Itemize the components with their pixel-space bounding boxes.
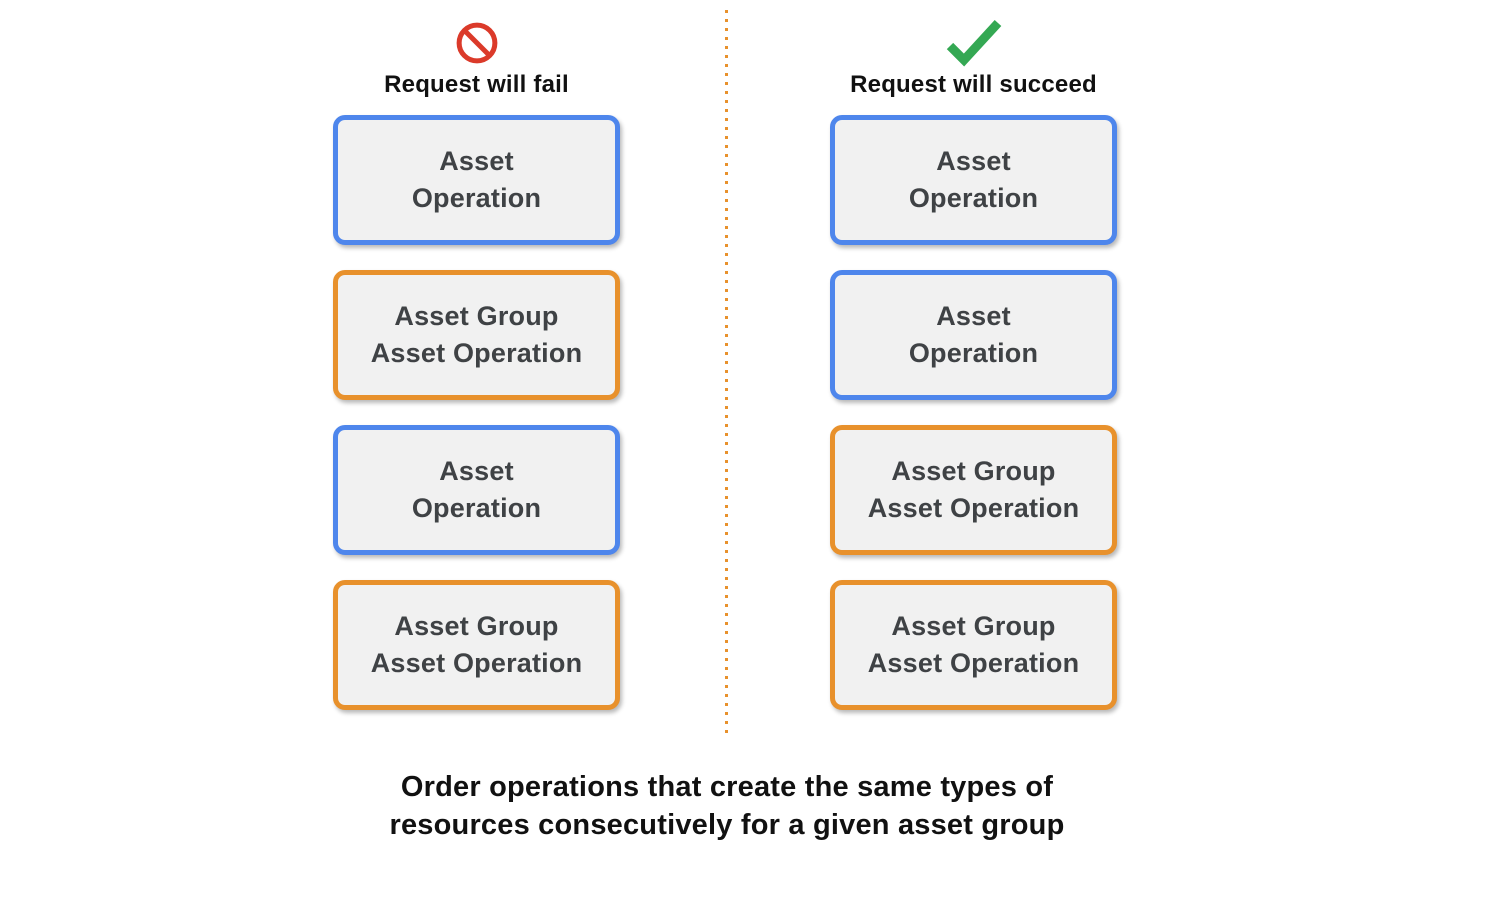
box-label-line2: Operation xyxy=(411,493,542,523)
box-label: Asset Operation xyxy=(909,143,1038,217)
fail-heading: Request will fail xyxy=(384,71,569,98)
box-label-line2: Operation xyxy=(411,183,542,213)
box-label-line2: Operation xyxy=(908,338,1039,368)
box-label-line1: Asset xyxy=(936,301,1011,331)
checkmark-icon-svg xyxy=(946,19,1001,67)
box-label-line1: Asset xyxy=(936,146,1011,176)
succeed-heading: Request will succeed xyxy=(850,71,1097,98)
dotted-column-divider xyxy=(725,10,728,736)
box-label-line2: Asset Operation xyxy=(370,338,583,368)
box-label-line2: Asset Operation xyxy=(867,493,1080,523)
box-label-line2: Operation xyxy=(908,183,1039,213)
asset-operation-box: Asset Operation xyxy=(333,425,620,555)
box-label-line1: Asset xyxy=(439,146,514,176)
asset-group-asset-operation-box: Asset Group Asset Operation xyxy=(830,425,1117,555)
box-label: Asset Group Asset Operation xyxy=(868,608,1080,682)
prohibition-icon xyxy=(455,18,499,68)
fail-column: Request will fail Asset Operation Asset … xyxy=(333,18,620,710)
box-label: Asset Operation xyxy=(412,453,541,527)
box-label-line1: Asset Group xyxy=(394,301,559,331)
diagram-caption: Order operations that create the same ty… xyxy=(317,768,1137,844)
box-label: Asset Group Asset Operation xyxy=(868,453,1080,527)
asset-operation-box: Asset Operation xyxy=(830,115,1117,245)
asset-group-asset-operation-box: Asset Group Asset Operation xyxy=(333,270,620,400)
box-label-line2: Asset Operation xyxy=(867,648,1080,678)
asset-group-asset-operation-box: Asset Group Asset Operation xyxy=(333,580,620,710)
box-label: Asset Group Asset Operation xyxy=(371,298,583,372)
box-label-line1: Asset xyxy=(439,456,514,486)
asset-group-asset-operation-box: Asset Group Asset Operation xyxy=(830,580,1117,710)
box-label-line2: Asset Operation xyxy=(370,648,583,678)
asset-operation-box: Asset Operation xyxy=(333,115,620,245)
checkmark-icon xyxy=(943,18,1005,68)
box-label-line1: Asset Group xyxy=(394,611,559,641)
succeed-column: Request will succeed Asset Operation Ass… xyxy=(830,18,1117,710)
box-label-line1: Asset Group xyxy=(891,456,1056,486)
asset-operation-box: Asset Operation xyxy=(830,270,1117,400)
caption-line1: Order operations that create the same ty… xyxy=(400,771,1054,803)
box-label: Asset Operation xyxy=(909,298,1038,372)
box-label: Asset Group Asset Operation xyxy=(371,608,583,682)
prohibition-icon-svg xyxy=(456,22,497,64)
box-label-line1: Asset Group xyxy=(891,611,1056,641)
caption-line2: resources consecutively for a given asse… xyxy=(389,809,1065,841)
box-label: Asset Operation xyxy=(412,143,541,217)
